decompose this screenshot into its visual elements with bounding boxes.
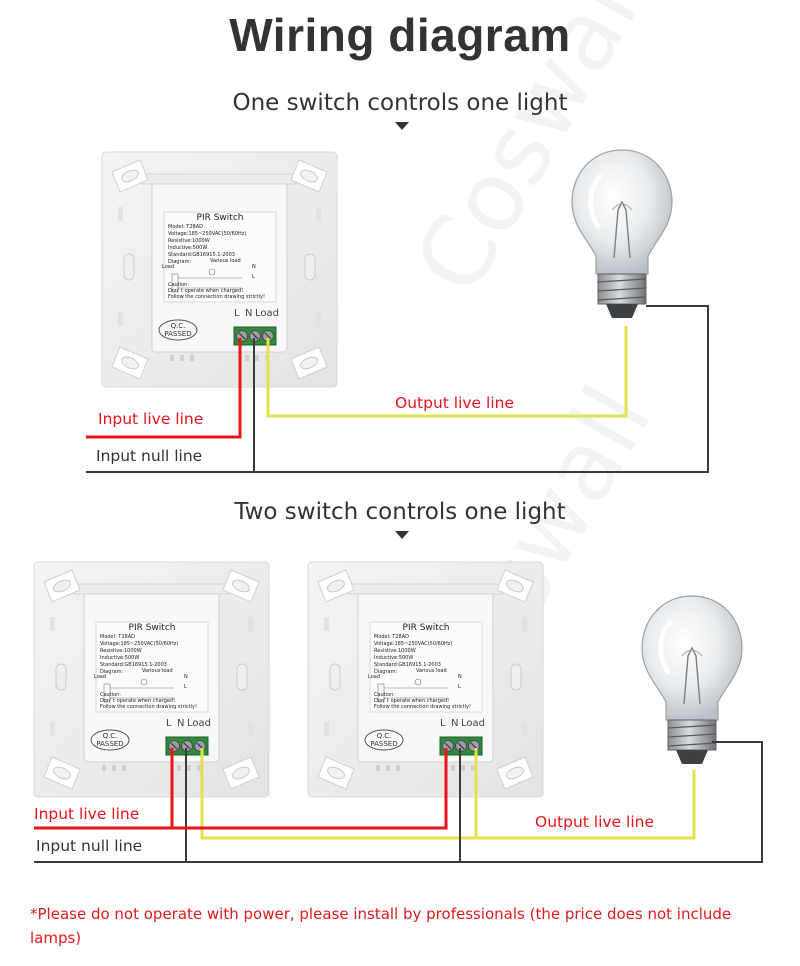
safety-note: *Please do not operate with power, pleas…	[30, 905, 732, 947]
sticker-n: N	[184, 674, 188, 680]
page-title: Wiring diagram	[229, 9, 571, 61]
switch-2b	[307, 561, 544, 798]
section-1-heading: One switch controls one light	[232, 90, 568, 116]
bulb-1	[572, 150, 672, 318]
terminal-n-2b: N	[451, 718, 458, 729]
sticker-title: PIR Switch	[129, 623, 176, 633]
terminal-l-2a: L	[166, 718, 172, 729]
sticker-caution-1: Don' t operate when charged!	[100, 698, 175, 704]
sticker-model: Model: T28AD	[100, 634, 135, 640]
sticker-voltage: Voltage:185~250VAC(50/60Hz)	[100, 641, 178, 647]
sticker-caution: Caution:	[168, 282, 189, 288]
sticker-caution-2: Follow the connection drawing strictly!	[100, 704, 197, 710]
sticker-title: PIR Switch	[197, 213, 244, 223]
sticker-caution-2: Follow the connection drawing strictly!	[374, 704, 471, 710]
switch-2a	[33, 561, 270, 798]
qc-label-1a: Q.C.	[171, 322, 186, 330]
wire-input-null-1	[86, 305, 709, 473]
wire-output-1	[266, 326, 628, 418]
sticker-diagram: Diagram:	[168, 259, 191, 265]
terminal-n-1: N	[245, 308, 252, 319]
sticker-diagram: Diagram:	[374, 669, 397, 675]
sticker-n: N	[458, 674, 462, 680]
wire-input-null-2	[34, 741, 763, 863]
label-output-live-1: Output live line	[395, 394, 514, 412]
sticker-voltage: Voltage:185~250VAC(50/60Hz)	[168, 231, 246, 237]
terminal-l-2b: L	[440, 718, 446, 729]
terminal-load-2a: Load	[187, 718, 211, 729]
label-input-live-2: Input live line	[34, 805, 140, 823]
sticker-voltage: Voltage:185~250VAC(50/60Hz)	[374, 641, 452, 647]
switch-1	[101, 151, 338, 388]
section-2-heading: Two switch controls one light	[234, 499, 566, 525]
sticker-inductive: Inductive:500W	[100, 655, 139, 661]
sticker-caution: Caution:	[100, 692, 121, 698]
terminal-l-1: L	[234, 308, 240, 319]
sticker-caution-2: Follow the connection drawing strictly!	[168, 294, 265, 300]
sticker-l: L	[184, 684, 187, 690]
sticker-various-load: Various load	[416, 668, 447, 674]
qc-label-2a-a: Q.C.	[103, 732, 118, 740]
sticker-l: L	[458, 684, 461, 690]
sticker-resistive: Resistive:1000W	[168, 238, 210, 244]
wire-input-live-1	[86, 338, 242, 439]
switch-2a-sticker: PIR Switch Model: T28AD Voltage:185~250V…	[94, 623, 197, 710]
heading-arrow-1	[395, 122, 409, 130]
wire-output-2a	[200, 748, 696, 840]
sticker-standard: Standard:GB16915.1-2003	[100, 662, 167, 668]
switch-2b-sticker: PIR Switch Model: T28AD Voltage:185~250V…	[368, 623, 471, 710]
label-input-live-1: Input live line	[98, 410, 204, 428]
sticker-inductive: Inductive:500W	[168, 245, 207, 251]
sticker-resistive: Resistive:1000W	[374, 648, 416, 654]
sticker-diagram: Diagram:	[100, 669, 123, 675]
sticker-model: Model: T28AD	[374, 634, 409, 640]
label-input-null-2: Input null line	[36, 837, 143, 855]
sticker-load: Load	[162, 264, 174, 270]
sticker-caution: Caution:	[374, 692, 395, 698]
qc-label-2b-a: Q.C.	[377, 732, 392, 740]
terminal-load-2b: Load	[461, 718, 485, 729]
sticker-load: Load	[94, 674, 106, 680]
sticker-various-load: Various load	[142, 668, 173, 674]
sticker-caution-1: Don' t operate when charged!	[374, 698, 449, 704]
qc-label-2a-b: PASSED	[96, 740, 123, 748]
sticker-resistive: Resistive:1000W	[100, 648, 142, 654]
sticker-various-load: Various load	[210, 258, 241, 264]
qc-label-1b: PASSED	[164, 330, 191, 338]
sticker-model: Model: T28AD	[168, 224, 203, 230]
sticker-caution-1: Don' t operate when charged!	[168, 288, 243, 294]
terminal-load-1: Load	[255, 308, 279, 319]
sticker-load: Load	[368, 674, 380, 680]
label-input-null-1: Input null line	[96, 447, 203, 465]
label-output-live-2: Output live line	[535, 813, 654, 831]
heading-arrow-2	[395, 531, 409, 539]
sticker-title: PIR Switch	[403, 623, 450, 633]
sticker-standard: Standard:GB16915.1-2003	[168, 252, 235, 258]
qc-label-2b-b: PASSED	[370, 740, 397, 748]
bulb-2	[642, 596, 742, 764]
switch-1-sticker: PIR Switch Model: T28AD Voltage:185~250V…	[162, 213, 265, 300]
sticker-standard: Standard:GB16915.1-2003	[374, 662, 441, 668]
sticker-l: L	[252, 274, 255, 280]
sticker-inductive: Inductive:500W	[374, 655, 413, 661]
sticker-n: N	[252, 264, 256, 270]
terminal-n-2a: N	[177, 718, 184, 729]
